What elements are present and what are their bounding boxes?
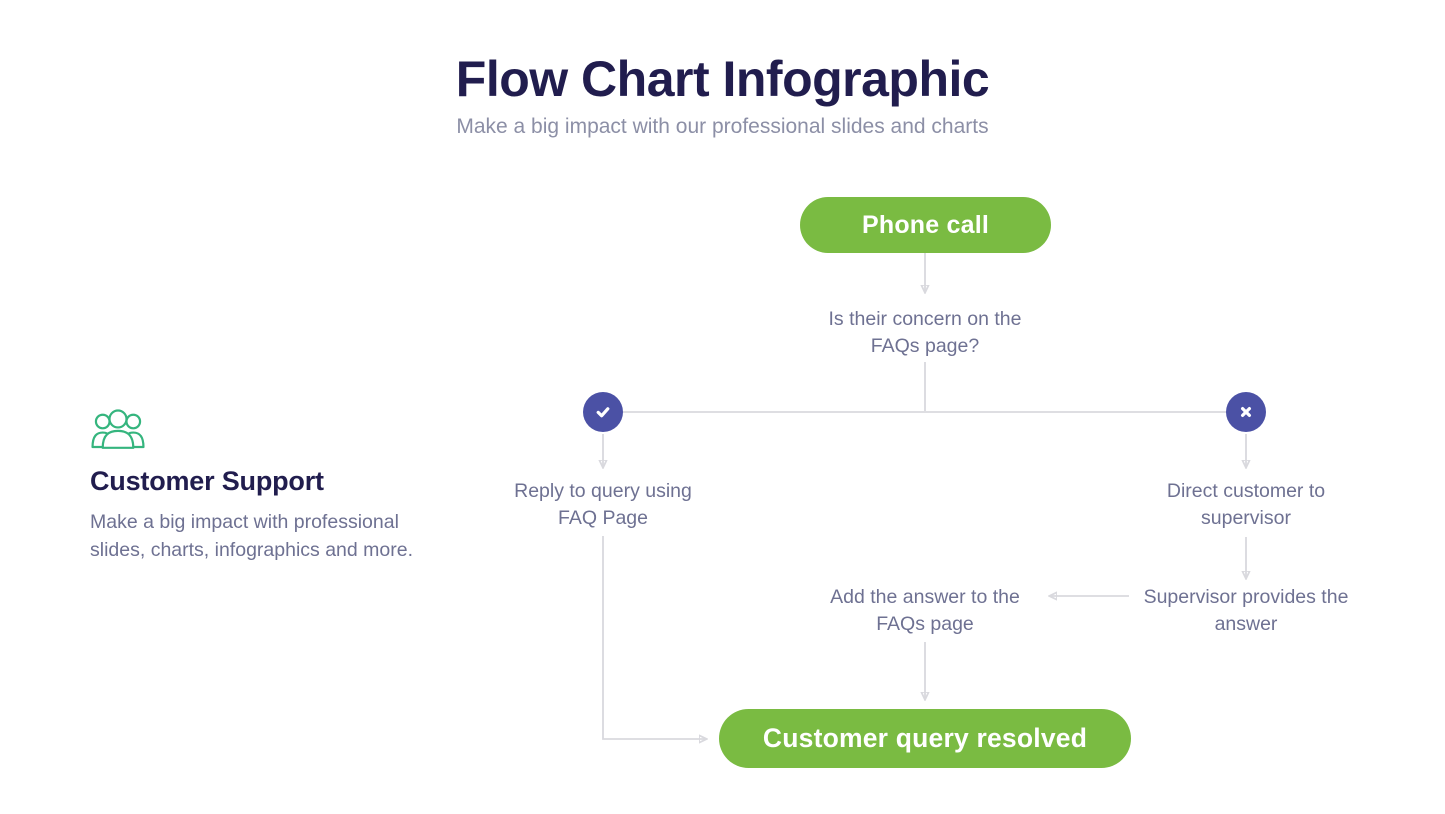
decision-node: Is their concern on the FAQs page? xyxy=(765,306,1085,360)
page-title: Flow Chart Infographic xyxy=(455,51,990,107)
info-description-line2: slides, charts, infographics and more. xyxy=(90,538,413,561)
yes-step-line1: Reply to query using xyxy=(514,480,692,502)
check-icon xyxy=(596,407,610,418)
start-node-phone-call: Phone call xyxy=(800,197,1051,253)
decision-line2: FAQs page? xyxy=(870,335,980,357)
add-answer-step-node: Add the answer to the FAQs page xyxy=(780,584,1070,638)
supervisor-step-line2: answer xyxy=(1214,613,1278,635)
supervisor-step-line1: Supervisor provides the xyxy=(1143,586,1349,608)
connector-yes-elbow-to-end xyxy=(602,536,706,739)
decision-line1: Is their concern on the xyxy=(828,308,1022,330)
yes-step-node: Reply to query using FAQ Page xyxy=(473,478,733,532)
add-answer-line2: FAQs page xyxy=(876,613,974,635)
info-block: Customer Support Make a big impact with … xyxy=(90,406,450,564)
no-step-node: Direct customer to supervisor xyxy=(1116,478,1376,532)
no-step-line1: Direct customer to xyxy=(1166,480,1326,502)
info-description: Make a big impact with professional slid… xyxy=(90,509,450,564)
no-branch-marker xyxy=(1226,392,1266,432)
add-answer-line1: Add the answer to the xyxy=(830,586,1020,608)
end-node-query-resolved: Customer query resolved xyxy=(719,709,1131,768)
yes-step-line2: FAQ Page xyxy=(558,507,648,529)
page-subtitle: Make a big impact with our professional … xyxy=(456,115,989,138)
x-icon xyxy=(1241,407,1251,417)
yes-branch-marker xyxy=(583,392,623,432)
no-step-line2: supervisor xyxy=(1201,507,1291,529)
supervisor-step-node: Supervisor provides the answer xyxy=(1086,584,1406,638)
info-description-line1: Make a big impact with professional xyxy=(90,511,399,533)
info-heading: Customer Support xyxy=(90,466,324,496)
people-group-icon xyxy=(90,406,146,454)
